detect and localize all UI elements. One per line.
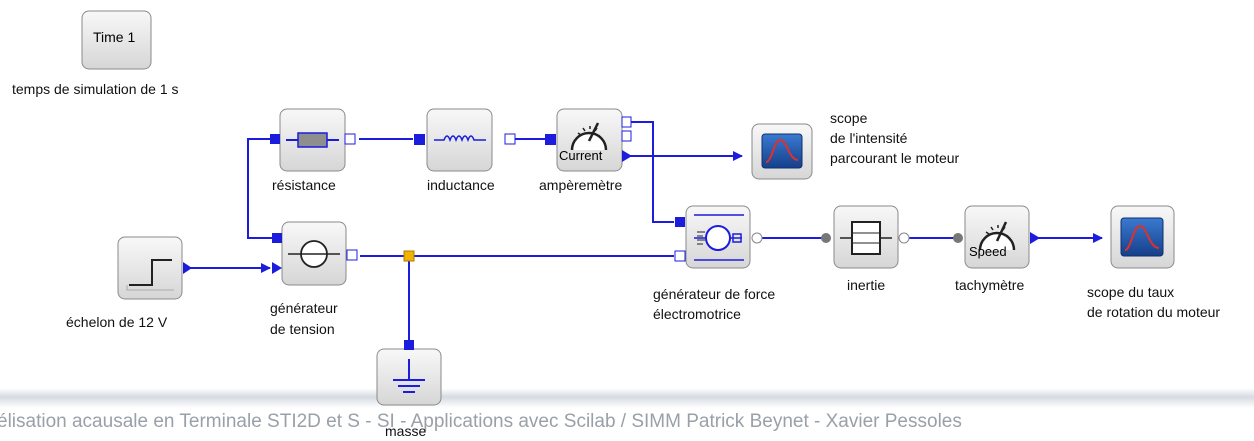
links (184, 121, 1103, 342)
ammeter-block-text: Current (559, 148, 603, 163)
inertia-port-in[interactable] (821, 233, 831, 243)
resistance-port-out[interactable] (344, 133, 356, 145)
resistance-block[interactable] (270, 108, 356, 172)
generator-input-arrow[interactable] (272, 262, 282, 274)
link-generator-to-resistance (247, 138, 272, 239)
emf-generator-label-2: électromotrice (653, 306, 741, 322)
ammeter-block[interactable] (545, 108, 632, 172)
motor-icon (694, 214, 744, 261)
resistance-label: résistance (272, 177, 336, 193)
gauge-icon (570, 122, 608, 151)
ammeter-port-out-top[interactable] (621, 116, 632, 128)
inductance-block[interactable] (414, 108, 516, 172)
split-point[interactable] (403, 250, 415, 262)
inertia-port-out[interactable] (898, 232, 910, 244)
tachometer-block-text: Speed (969, 244, 1007, 259)
inductance-label: inductance (427, 177, 495, 193)
voltage-generator-label-1: générateur (270, 300, 338, 316)
inductance-port-out[interactable] (504, 133, 516, 145)
scope-current-label-2: de l'intensité (830, 130, 908, 146)
time-label: temps de simulation de 1 s (12, 81, 179, 97)
scope-current-label-3: parcourant le moteur (830, 150, 960, 166)
inertia-icon (840, 221, 892, 255)
voltage-generator-block[interactable] (272, 221, 358, 286)
scope-current-block[interactable] (751, 123, 813, 180)
voltage-generator-label-2: de tension (270, 321, 335, 337)
tachometer-port-in[interactable] (953, 233, 963, 243)
emf-port-minus[interactable] (674, 250, 686, 262)
scope-speed-label-2: de rotation du moteur (1087, 304, 1221, 320)
inertia-block[interactable] (821, 205, 910, 269)
step-label: échelon de 12 V (66, 314, 168, 330)
footer-divider (0, 388, 1254, 408)
step-icon (126, 259, 174, 291)
voltage-source-icon (288, 240, 340, 268)
ammeter-port-out-bottom[interactable] (621, 130, 632, 142)
step-output-arrow[interactable] (183, 262, 192, 274)
resistance-port-in[interactable] (270, 134, 280, 144)
tachometer-output-arrow[interactable] (1030, 232, 1040, 244)
scope-icon (761, 133, 803, 169)
emf-generator-block[interactable] (674, 205, 763, 269)
emf-port-plus[interactable] (675, 217, 685, 227)
tachometer-block[interactable] (953, 205, 1040, 269)
ammeter-output-arrow[interactable] (622, 150, 632, 162)
ground-block[interactable] (376, 340, 442, 406)
generator-port-minus[interactable] (346, 249, 358, 261)
ground-icon (393, 359, 425, 393)
generator-port-plus[interactable] (272, 233, 282, 243)
ammeter-port-in[interactable] (545, 134, 556, 145)
link-ammeter-to-emf (629, 121, 674, 223)
ground-port[interactable] (404, 340, 414, 350)
tachometer-gauge-icon (978, 221, 1016, 251)
tachometer-label: tachymètre (955, 277, 1025, 293)
coil-icon (434, 135, 486, 143)
time-block[interactable] (81, 10, 152, 70)
scope-speed-block[interactable] (1110, 205, 1175, 269)
ammeter-label: ampèremètre (539, 177, 623, 193)
footer-caption: élisation acausale en Terminale STI2D et… (0, 411, 962, 432)
emf-generator-label-1: générateur de force (653, 286, 776, 302)
inertia-label: inertie (847, 277, 886, 293)
scope-current-label-1: scope (830, 110, 868, 126)
ground-label: masse (385, 423, 427, 439)
step-block[interactable] (117, 236, 192, 300)
resistor-icon (286, 132, 339, 148)
scope-icon (1120, 217, 1164, 257)
scope-speed-label-1: scope du taux (1087, 284, 1175, 300)
emf-port-shaft[interactable] (751, 232, 763, 244)
time-block-text: Time 1 (93, 29, 136, 45)
inductance-port-in[interactable] (414, 134, 425, 145)
